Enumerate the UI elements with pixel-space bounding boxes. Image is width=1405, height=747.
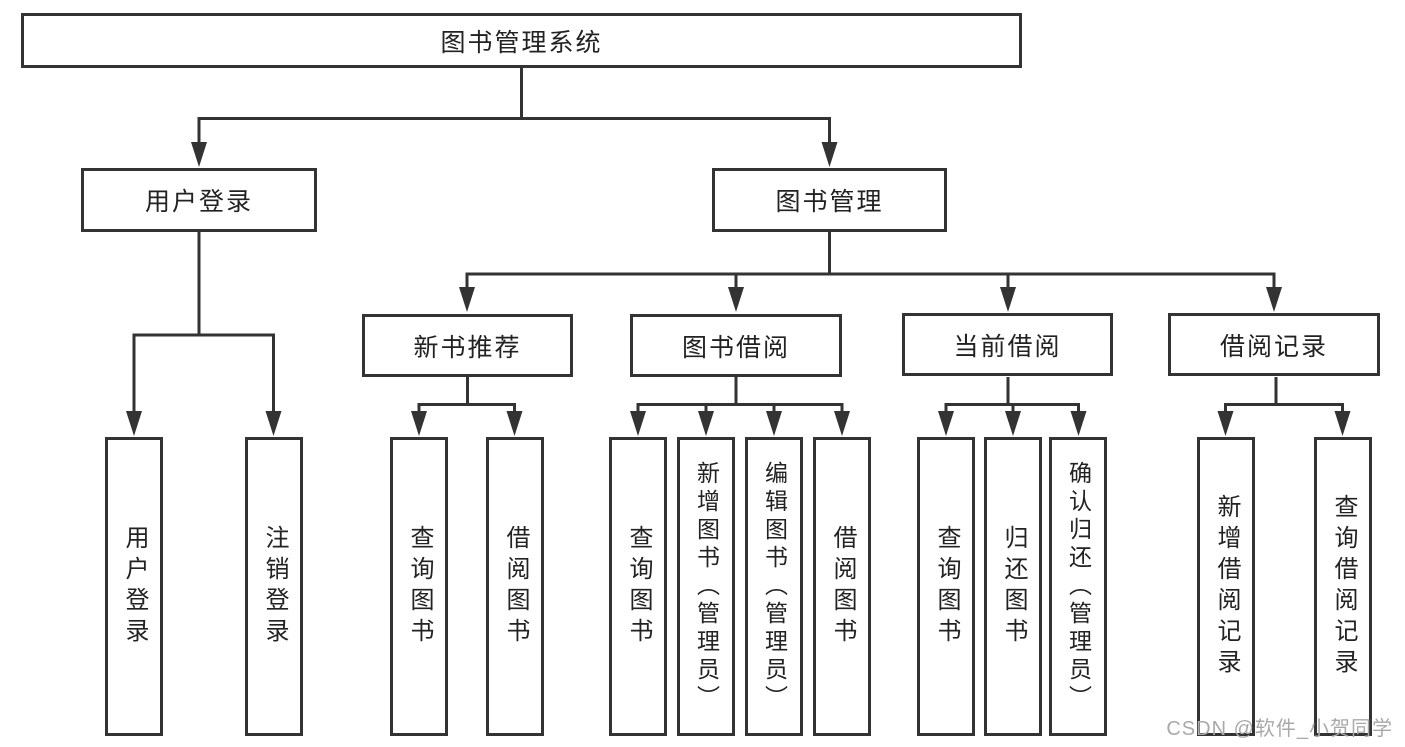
node-label: 借阅图书 — [829, 524, 856, 649]
node-label: 图书借阅 — [681, 333, 790, 362]
node-book-management: 图书管理 — [712, 168, 947, 232]
leaf-return-book: 归还图书 — [984, 437, 1042, 736]
node-current-borrow: 当前借阅 — [902, 313, 1113, 376]
node-label: 查询图书 — [625, 524, 652, 649]
leaf-borrow-book: 借阅图书 — [813, 437, 871, 736]
node-label: 图书管理 — [775, 188, 884, 216]
node-label: 查询借阅记录 — [1330, 493, 1357, 680]
node-label: 确认归还（管理员） — [1065, 460, 1092, 713]
node-label: 借阅记录 — [1219, 332, 1328, 361]
leaf-query-borrow-record: 查询借阅记录 — [1314, 437, 1372, 736]
node-label: 当前借阅 — [953, 332, 1062, 361]
node-label: 新增图书（管理员） — [693, 460, 720, 713]
node-label: 用户登录 — [144, 188, 253, 216]
leaf-recommend-borrow-book: 借阅图书 — [486, 437, 544, 736]
leaf-edit-book-admin: 编辑图书（管理员） — [745, 437, 803, 736]
leaf-borrow-query-book: 查询图书 — [609, 437, 667, 736]
node-label: 注销登录 — [261, 524, 288, 649]
arrowhead-icons — [126, 142, 1351, 436]
node-label: 查询图书 — [406, 524, 433, 649]
leaf-current-query-book: 查询图书 — [917, 437, 975, 736]
leaf-add-book-admin: 新增图书（管理员） — [677, 437, 735, 736]
node-borrow-records: 借阅记录 — [1168, 313, 1380, 376]
leaf-recommend-query-book: 查询图书 — [390, 437, 448, 736]
node-user-login: 用户登录 — [81, 168, 317, 232]
csdn-watermark: CSDN @软件_小贺同学 — [1166, 718, 1393, 740]
node-label: 借阅图书 — [502, 524, 529, 649]
leaf-user-login: 用户登录 — [105, 437, 163, 736]
node-label: 编辑图书（管理员） — [761, 460, 788, 713]
node-label: 新书推荐 — [413, 333, 522, 362]
node-label: 用户登录 — [121, 524, 148, 649]
node-new-book-recommend: 新书推荐 — [362, 314, 573, 377]
node-label: 新增借阅记录 — [1213, 493, 1240, 680]
node-label: 查询图书 — [933, 524, 960, 649]
leaf-add-borrow-record: 新增借阅记录 — [1197, 437, 1255, 736]
node-root-system: 图书管理系统 — [21, 13, 1022, 68]
leaf-logout: 注销登录 — [245, 437, 303, 736]
node-book-borrow: 图书借阅 — [630, 314, 842, 377]
leaf-confirm-return-admin: 确认归还（管理员） — [1049, 437, 1107, 736]
node-label: 归还图书 — [1000, 524, 1027, 649]
node-label: 图书管理系统 — [440, 28, 603, 57]
